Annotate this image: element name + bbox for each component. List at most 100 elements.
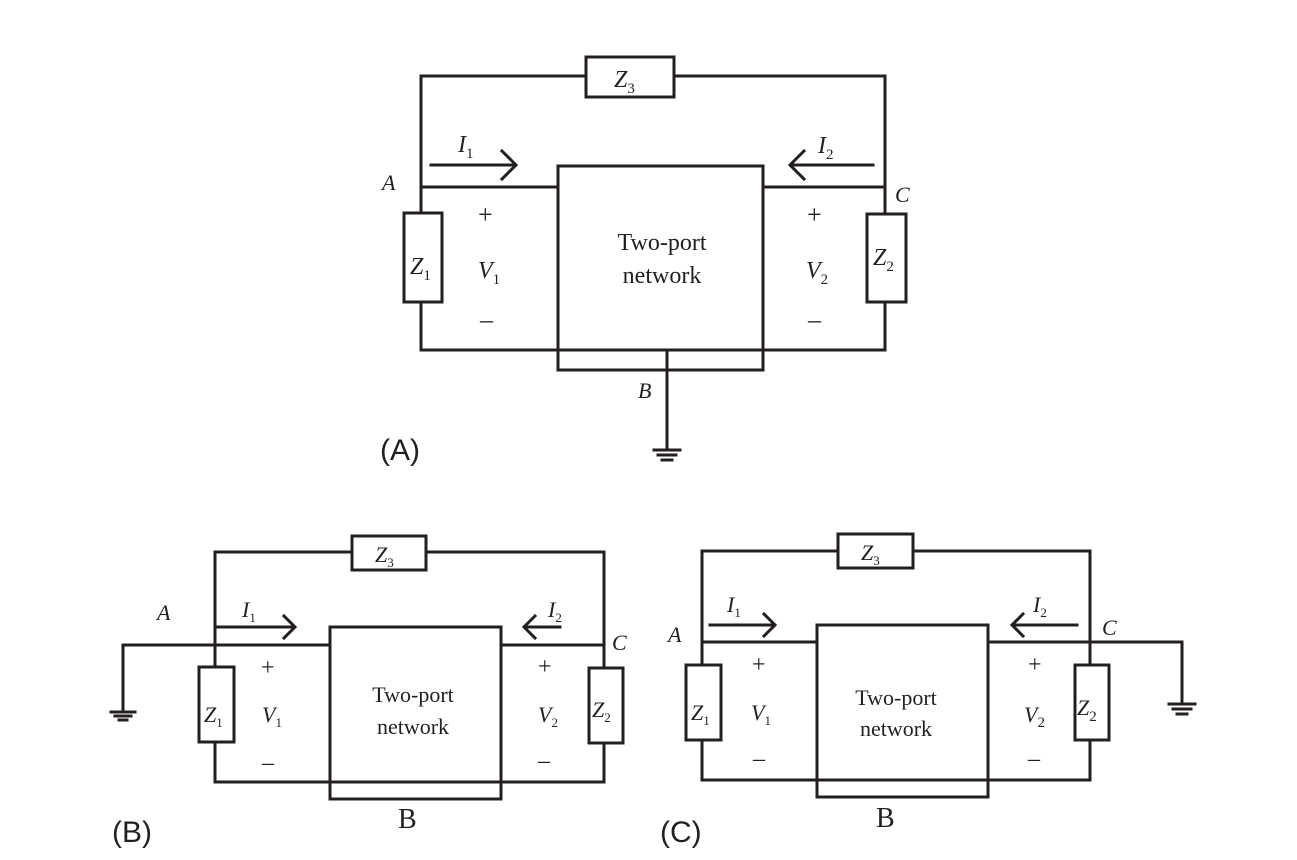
- svg-text:Z2: Z2: [873, 245, 894, 275]
- v1-label: V: [478, 258, 495, 284]
- z1-sub: 1: [703, 713, 710, 728]
- svg-text:Z1: Z1: [410, 254, 431, 284]
- z2-label: Z: [1077, 695, 1090, 720]
- v2-minus: –: [1027, 746, 1041, 772]
- i1-sub: 1: [466, 146, 474, 162]
- current-arrow-i2: [1009, 611, 1079, 639]
- svg-text:I1: I1: [241, 597, 256, 625]
- v1-sub: 1: [764, 713, 771, 728]
- v2-plus: +: [538, 654, 552, 680]
- panel-label-b: (B): [112, 816, 152, 849]
- node-a-label: A: [155, 600, 171, 625]
- v1-minus: –: [752, 746, 766, 772]
- node-c-label: C: [895, 182, 910, 207]
- current-arrow-i2: [521, 613, 562, 641]
- svg-text:I1: I1: [726, 592, 741, 620]
- z3-label: Z: [861, 540, 874, 565]
- network-label-line1: Two-port: [855, 685, 937, 710]
- i1-sub: 1: [734, 605, 741, 620]
- v2-label: V: [1024, 702, 1040, 727]
- v1-label: V: [751, 700, 767, 725]
- panel-a: Z3 Z1 Z2 I1 I2 + V1 – + V2 – Two-port ne…: [380, 55, 910, 467]
- svg-text:I2: I2: [547, 597, 562, 625]
- z3-sub: 3: [873, 553, 880, 568]
- i1-sub: 1: [249, 610, 256, 625]
- i1-label: I: [726, 592, 736, 617]
- current-arrow-i2: [787, 148, 875, 182]
- v2-label: V: [806, 258, 823, 284]
- panel-label-a: (A): [380, 434, 420, 467]
- v2-plus: +: [1028, 652, 1042, 678]
- ground-icon: [109, 710, 137, 722]
- network-label-line1: Two-port: [372, 682, 454, 707]
- z3-sub: 3: [627, 81, 635, 97]
- panel-label-c: (C): [660, 816, 702, 849]
- panel-b: Z3 Z1 Z2 I1 I2 + V1 – + V2 – Two-port ne…: [109, 534, 627, 849]
- svg-text:V1: V1: [478, 258, 500, 288]
- impedance-z1: [684, 663, 723, 742]
- svg-text:Z3: Z3: [614, 67, 635, 97]
- panel-c: Z3 Z1 Z2 I1 I2 + V1 – + V2 – Two-port ne…: [660, 532, 1197, 849]
- network-label-line1: Two-port: [618, 230, 707, 256]
- network-label-line2: network: [860, 716, 932, 741]
- v1-plus: +: [478, 200, 493, 229]
- z3-label: Z: [614, 67, 628, 93]
- i1-label: I: [241, 597, 251, 622]
- i2-label: I: [1032, 592, 1042, 617]
- svg-text:V1: V1: [262, 702, 282, 730]
- v1-label: V: [262, 702, 278, 727]
- svg-text:I2: I2: [1032, 592, 1047, 620]
- v2-sub: 2: [1037, 715, 1045, 731]
- node-c-label: C: [612, 630, 627, 655]
- z3-sub: 3: [387, 555, 394, 570]
- v2-minus: –: [807, 305, 822, 334]
- two-port-network-box: [328, 625, 503, 801]
- z1-sub: 1: [423, 268, 431, 284]
- impedance-z1: [402, 211, 444, 304]
- z1-label: Z: [410, 254, 424, 280]
- current-arrow-i1: [429, 148, 519, 182]
- node-b-label: B: [876, 803, 895, 834]
- impedance-z3: [584, 55, 676, 99]
- v2-plus: +: [807, 200, 822, 229]
- network-label-line2: network: [377, 714, 449, 739]
- impedance-z2: [1073, 663, 1111, 742]
- z2-sub: 2: [604, 710, 611, 725]
- impedance-z2: [587, 666, 625, 745]
- z2-label: Z: [592, 697, 605, 722]
- v1-sub: 1: [493, 272, 501, 288]
- svg-text:V2: V2: [538, 702, 558, 730]
- node-a-label: A: [380, 170, 396, 195]
- v1-minus: –: [261, 750, 275, 776]
- ground-icon: [1167, 702, 1197, 716]
- svg-text:V2: V2: [806, 258, 828, 288]
- i2-sub: 2: [1040, 605, 1047, 620]
- two-port-network-box: [815, 623, 990, 799]
- v1-plus: +: [752, 652, 766, 678]
- i2-label: I: [817, 133, 827, 159]
- svg-text:I1: I1: [457, 132, 474, 162]
- v2-minus: –: [537, 748, 551, 774]
- node-c-label: C: [1102, 615, 1117, 640]
- svg-text:V2: V2: [1024, 702, 1045, 731]
- two-port-network-box: [556, 164, 765, 372]
- v1-sub: 1: [275, 715, 282, 730]
- current-arrow-i1: [708, 611, 778, 639]
- z1-sub: 1: [216, 715, 223, 730]
- impedance-z2: [865, 212, 908, 304]
- svg-text:V1: V1: [751, 700, 771, 728]
- i2-label: I: [547, 597, 557, 622]
- v2-sub: 2: [821, 272, 829, 288]
- v1-minus: –: [479, 305, 494, 334]
- svg-text:Z3: Z3: [861, 540, 880, 568]
- svg-text:Z1: Z1: [204, 702, 223, 730]
- network-label-line2: network: [623, 263, 702, 289]
- svg-text:Z1: Z1: [691, 700, 710, 728]
- impedance-z1: [197, 665, 236, 744]
- v1-plus: +: [261, 655, 275, 681]
- node-a-label: A: [666, 622, 682, 647]
- current-arrow-i1: [216, 613, 298, 641]
- svg-text:Z2: Z2: [1077, 695, 1097, 725]
- i2-sub: 2: [826, 147, 834, 163]
